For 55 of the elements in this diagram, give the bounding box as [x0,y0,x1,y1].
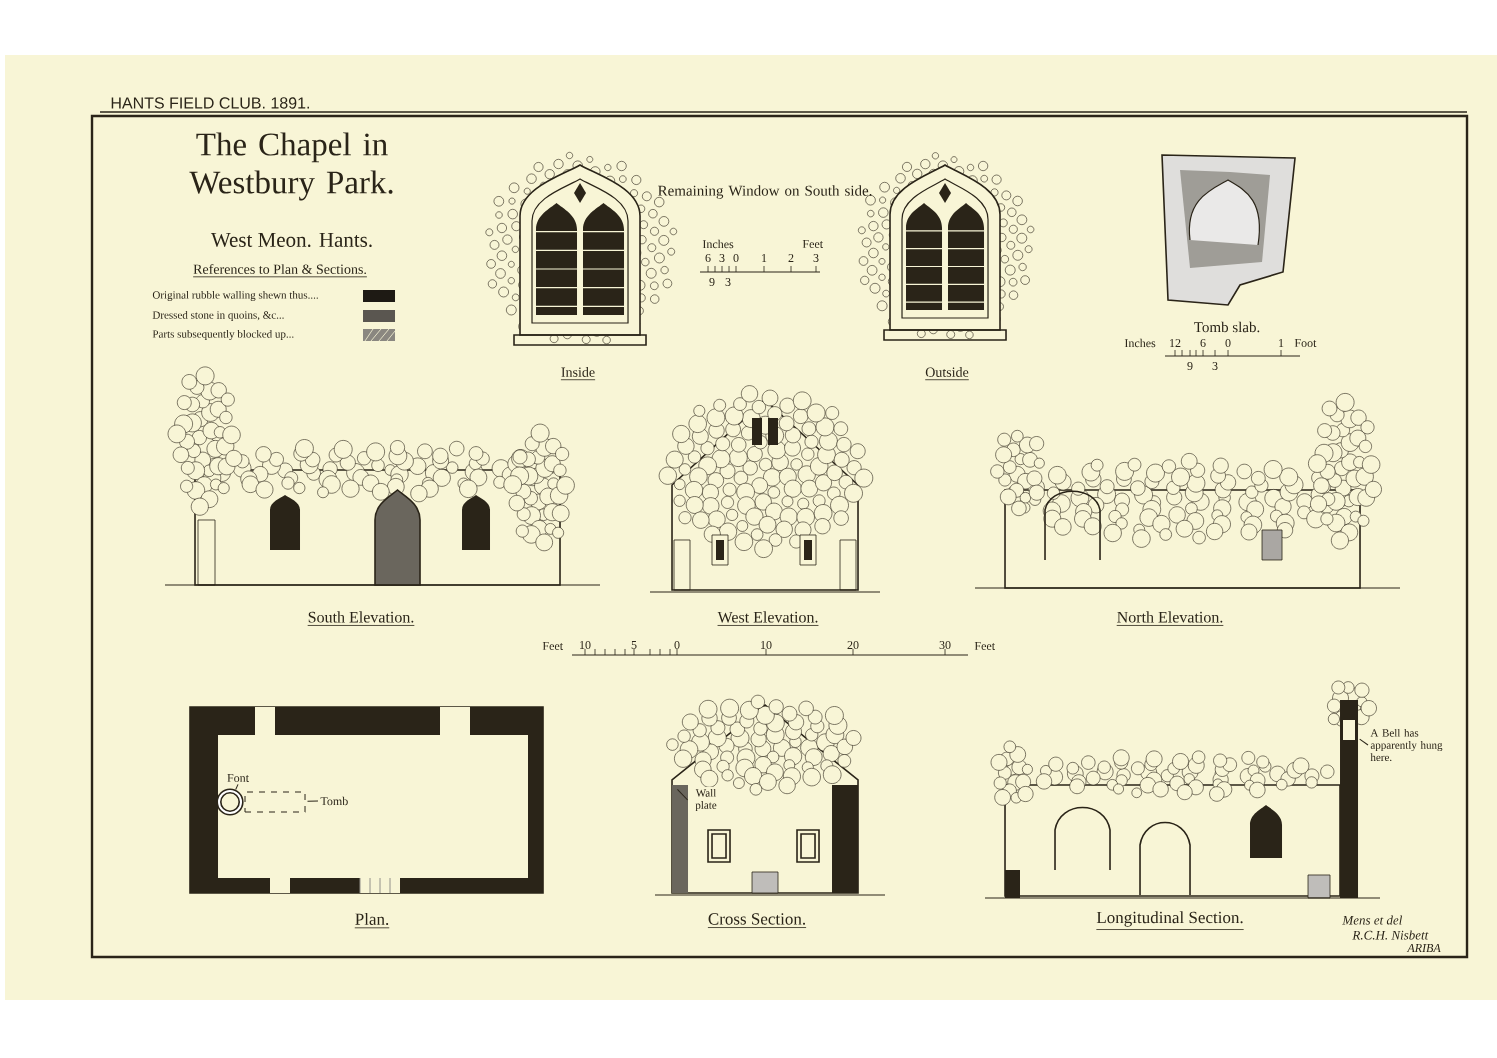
drawing-caption: West Elevation. [717,611,819,626]
label-text: Tomb slab. [1194,321,1260,333]
legend-label: Parts subsequently blocked up... [152,329,294,340]
signature: ARIBA [1406,944,1441,952]
scale-number: 5 [631,641,637,649]
drawing-caption: Remaining Window on South side. [658,185,872,199]
title: The Chapel in Westbury Park. [189,132,393,201]
scale-number: 12 [1170,339,1181,347]
scale-number: Feet [802,240,823,248]
leader-text: A Bell has apparently hung here. [1370,728,1443,762]
drawing-caption: North Elevation. [1116,611,1224,626]
label-text: West Meon. Hants. [210,232,372,247]
scale-number: 9 [1187,361,1193,371]
scale-number: 3 [719,253,725,263]
scale-number: 20 [847,640,859,650]
scale-number: Inches [1124,338,1156,348]
scale-number: 6 [705,253,711,263]
drawing-caption: South Elevation. [307,611,415,626]
drawing-caption: Inside [560,367,596,381]
scale-number: 6 [1200,338,1206,348]
drawing-caption: Cross Section. [707,913,807,928]
leader-line [307,800,319,802]
scale-number: 0 [733,253,739,263]
drawing-caption: Plan. [354,913,390,929]
header-text: HANTS FIELD CLUB. 1891. [111,97,309,109]
scale-number: Feet [542,642,563,650]
scale-number: 30 [939,640,951,650]
scale-number: 3 [813,253,819,263]
leader-line [1359,738,1369,746]
drawing-caption: References to Plan & Sections. [192,263,368,278]
leader-text: Tomb [320,796,348,806]
legend-label: Dressed stone in quoins, &c... [152,311,284,321]
leader-line [676,788,689,801]
scale-number: 10 [761,640,772,650]
scale-number: Feet [974,642,995,650]
scale-number: 9 [709,277,715,287]
scale-number: 0 [1225,338,1231,348]
scale-number: 3 [1212,361,1218,371]
drawing-caption: Longitudinal Section. [1095,911,1245,930]
signature: Mens et del [1342,915,1403,925]
drawing-caption: Outside [924,367,970,381]
font-symbol [216,788,244,816]
scale-number: Foot [1294,339,1317,347]
scale-number: Inches [702,239,734,249]
scale-number: 2 [788,254,794,262]
leader-text: Font [227,774,249,782]
scale-number: 1 [762,254,767,262]
signature: R.C.H. Nisbett [1352,930,1429,940]
scale-number: 10 [580,640,591,650]
leader-line [235,783,239,790]
scale-number: 1 [1279,339,1284,347]
tomb-symbol [244,791,306,813]
legend-label: Original rubble walling shewn thus.... [152,290,318,301]
scale-number: 0 [674,640,680,650]
scale-number: 3 [725,277,731,287]
